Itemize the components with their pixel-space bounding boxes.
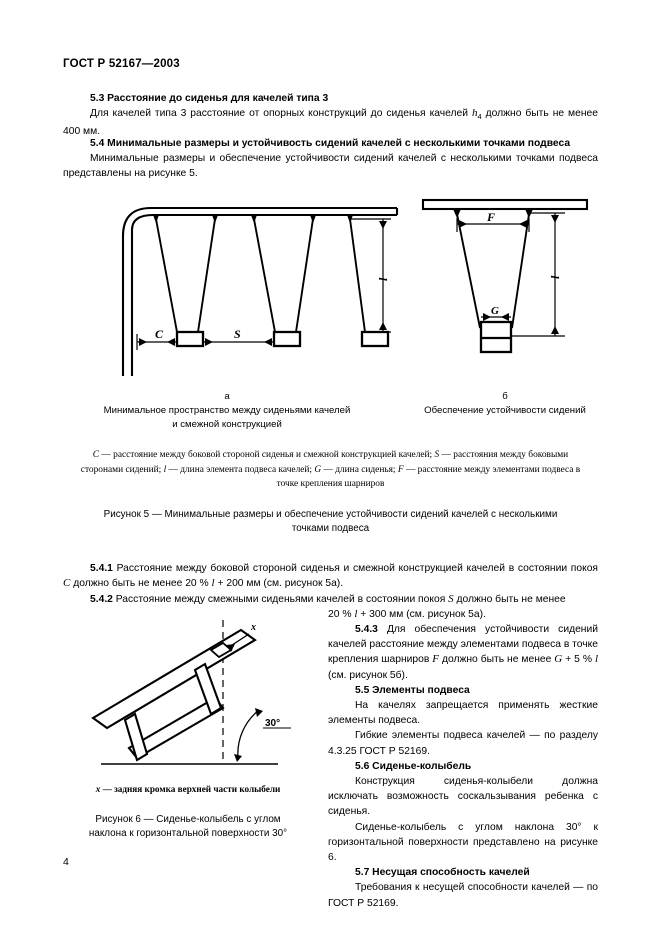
figure-5a-label-s: S xyxy=(234,327,241,341)
section-5-5-para-1: На качелях запрещается применять жесткие… xyxy=(328,700,598,727)
figure-6-svg: 30° x xyxy=(91,620,291,765)
section-5-4-3-text: 5.4.3 Для обеспечения устойчивости сиден… xyxy=(328,622,598,683)
legend-var-g: G xyxy=(314,464,322,475)
section-5-3-body: Для качелей типа 3 расстояние от опорных… xyxy=(63,106,598,139)
standard-header: ГОСТ Р 52167—2003 xyxy=(63,58,180,70)
section-5-4-2-number: 5.4.2 xyxy=(90,594,113,605)
section-5-4-3-part3: + 5 % xyxy=(562,654,595,666)
figure-6-caption-line1: Рисунок 6 — Сиденье-колыбель с углом xyxy=(95,814,281,825)
figure-6-note: x — задняя кромка верхней части колыбели xyxy=(63,784,313,794)
section-5-4-1-text: 5.4.1 Расстояние между боковой стороной … xyxy=(63,561,598,591)
figure-5b-caption-line1: Обеспечение устойчивости сидений xyxy=(424,405,586,417)
right-column-text: 5.4.3 Для обеспечения устойчивости сиден… xyxy=(328,622,598,911)
variable-h: h xyxy=(471,107,478,120)
figure-5-caption: Рисунок 5 — Минимальные размеры и обеспе… xyxy=(78,508,583,537)
legend-var-f: F xyxy=(397,464,404,475)
variable-c: C xyxy=(63,577,71,590)
figure-5-caption-line2: точками подвеса xyxy=(291,523,370,535)
figure-5b-letter: б xyxy=(502,391,508,402)
variable-f: F xyxy=(432,653,439,666)
section-5-4-1-part2: должно быть не менее 20 % xyxy=(70,578,212,590)
figure-6: 30° x xyxy=(63,618,313,778)
variable-l: l xyxy=(211,577,215,590)
variable-g: G xyxy=(554,653,563,666)
legend-text-2: — расстояния между боковыми сторонами си… xyxy=(80,450,569,475)
section-5-4-1-number: 5.4.1 xyxy=(90,563,113,574)
legend-text-4: — длина сиденья; xyxy=(321,464,398,475)
figure-5-legend: C — расстояние между боковой стороной си… xyxy=(78,448,583,492)
figure-5a-caption-line1: Минимальное пространство между сиденьями… xyxy=(103,405,351,417)
figure-5a-label-l: l xyxy=(376,277,390,281)
figure-6-note-text: — задняя кромка верхней части колыбели xyxy=(100,784,281,794)
figure-5a-caption: а Минимальное пространство между сиденья… xyxy=(92,390,362,431)
section-5-4-3-part1: Для обеспечения устойчивости сидений кач… xyxy=(328,624,598,666)
section-5-6-para-1: Конструкция сиденья-колыбели должна искл… xyxy=(328,776,598,818)
figure-6-caption-line2: наклона к горизонтальной поверхности 30° xyxy=(88,828,288,840)
page-number: 4 xyxy=(63,856,69,868)
figure-5b-caption: б Обеспечение устойчивости сидений xyxy=(405,390,605,418)
section-5-4-3-part4: (см. рисунок 5б). xyxy=(328,669,408,681)
figure-5b-label-l: l xyxy=(548,275,562,279)
section-5-3-heading: 5.3 Расстояние до сиденья для качелей ти… xyxy=(90,93,329,104)
section-5-3: 5.3 Расстояние до сиденья для качелей ти… xyxy=(63,91,598,140)
section-5-6-heading: 5.6 Сиденье-колыбель xyxy=(355,760,472,772)
legend-text-3: — длина элемента подвеса качелей; xyxy=(166,464,315,475)
section-5-4: 5.4 Минимальные размеры и устойчивость с… xyxy=(63,136,598,182)
variable-l-3: l xyxy=(594,653,598,666)
figure-5b-diagram: F G l xyxy=(415,186,595,376)
section-5-4-3-number: 5.4.3 xyxy=(355,624,378,635)
section-5-4-heading: 5.4 Минимальные размеры и устойчивость с… xyxy=(90,138,571,149)
figure-5-caption-line1: Рисунок 5 — Минимальные размеры и обеспе… xyxy=(103,509,558,520)
legend-text-1: — расстояние между боковой стороной сиде… xyxy=(99,450,435,460)
section-5-4-2-line2-part1: 20 % xyxy=(328,609,355,620)
figure-5a-svg: C S l xyxy=(121,206,399,376)
figure-5a-caption-line2: и смежной конструкцией xyxy=(172,418,282,430)
figure-5b-svg: F G l xyxy=(421,198,589,354)
figure-6-angle-label: 30° xyxy=(265,718,280,729)
variable-l-2: l xyxy=(354,608,358,620)
section-5-4-body: Минимальные размеры и обеспечение устойч… xyxy=(63,153,598,180)
section-5-4-2-line2-part2: + 300 мм (см. рисунок 5а). xyxy=(357,609,486,620)
figure-5a-letter: а xyxy=(224,391,230,402)
legend-var-c: C xyxy=(92,450,100,460)
section-5-5-para-2: Гибкие элементы подвеса качелей — по раз… xyxy=(328,730,598,757)
legend-text-5: — расстояние между элементами подвеса в … xyxy=(276,464,581,490)
section-5-4-2-part1: Расстояние между смежными сиденьями каче… xyxy=(112,594,449,605)
figure-5a-diagram: C S l xyxy=(115,186,405,376)
section-5-4-2-part2: должно быть не менее xyxy=(453,594,566,605)
section-5-7-heading: 5.7 Несущая способность качелей xyxy=(355,867,530,879)
section-5-4-1-part3: + 200 мм (см. рисунок 5а). xyxy=(214,578,344,590)
figure-6-x-label: x xyxy=(250,622,256,633)
legend-var-s: S xyxy=(434,450,440,460)
variable-h-index: 4 xyxy=(477,112,482,122)
figure-5b-label-f: F xyxy=(486,210,495,224)
section-5-4-2-text: 5.4.2 Расстояние между смежными сиденьям… xyxy=(63,592,598,607)
section-5-4-1-part1: Расстояние между боковой стороной сидень… xyxy=(112,563,598,574)
section-5-5-heading: 5.5 Элементы подвеса xyxy=(355,684,470,696)
figure-6-note-var: x xyxy=(95,784,101,794)
section-5-4-1: 5.4.1 Расстояние между боковой стороной … xyxy=(63,561,598,591)
figure-5: C S l xyxy=(63,186,598,376)
section-5-4-2-continuation: 20 % l + 300 мм (см. рисунок 5а). xyxy=(328,607,598,622)
section-5-3-body-pre: Для качелей типа 3 расстояние от опорных… xyxy=(90,108,472,120)
section-5-3-body-post: должно быть не менее 400 мм. xyxy=(63,108,598,138)
section-5-7-para-1: Требования к несущей способности качелей… xyxy=(328,882,598,909)
legend-var-l: l xyxy=(163,464,167,475)
figure-6-caption: Рисунок 6 — Сиденье-колыбель с углом нак… xyxy=(63,813,313,842)
section-5-4-2: 5.4.2 Расстояние между смежными сиденьям… xyxy=(63,592,598,607)
variable-s: S xyxy=(448,593,454,605)
figure-5b-label-g: G xyxy=(491,305,499,317)
section-5-4-3-part2: должно быть не менее xyxy=(439,654,555,666)
figure-5a-label-c: C xyxy=(155,327,164,341)
section-5-6-para-2: Сиденье-колыбель с углом наклона 30° к г… xyxy=(328,821,598,864)
